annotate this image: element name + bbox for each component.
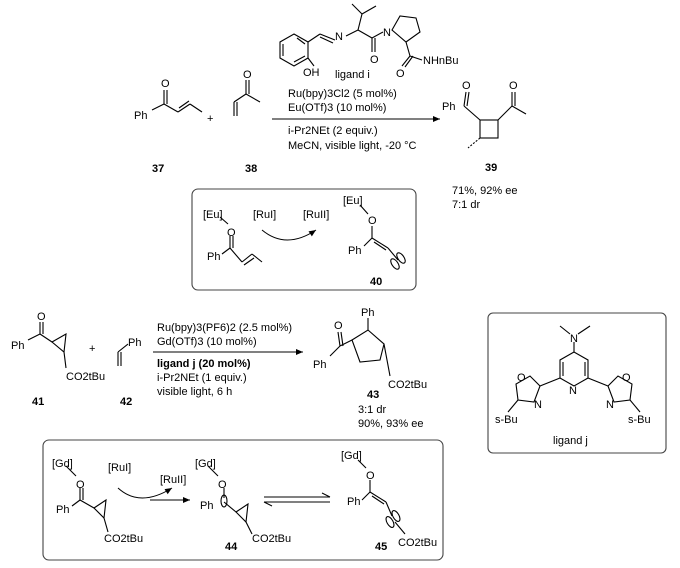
conditions-1-line-1: Ru(bpy)3Cl2 (5 mol%) — [288, 88, 397, 100]
ligand-i-structure — [279, 3, 423, 68]
ligand-j-pyridine-n: N — [569, 385, 577, 397]
compound-39-o1: O — [462, 80, 471, 92]
mech2-gd-2: [Gd] — [195, 458, 216, 470]
label-37: 37 — [152, 163, 164, 175]
label-44: 44 — [225, 541, 238, 553]
ligand-j-label: ligand j — [553, 435, 588, 447]
conditions-2-line-4: i-Pr2NEt (1 equiv.) — [157, 372, 247, 384]
label-41: 41 — [32, 396, 44, 408]
conditions-2-line-1: Ru(bpy)3(PF6)2 (2.5 mol%) — [157, 322, 292, 334]
mech2-o-2: O — [218, 479, 227, 491]
label-39: 39 — [485, 162, 497, 174]
ligand-i-nhnbu: NHnBu — [423, 55, 458, 67]
mech1-ru-out: [RuII] — [303, 209, 329, 221]
mech1-eu-left: [Eu] — [203, 209, 223, 221]
ligand-j-sbu-right: s-Bu — [628, 414, 651, 426]
plus-1: + — [207, 113, 213, 125]
ligand-j-nme2-n: N — [570, 333, 578, 345]
mech2-o-1: O — [76, 479, 85, 491]
ligand-i-carbonyl-o: O — [370, 54, 379, 66]
ligand-i-n-imine: N — [335, 31, 343, 43]
compound-43-ester: CO2tBu — [388, 379, 427, 391]
compound-41-structure — [27, 322, 67, 369]
mech2-left-structure — [65, 465, 109, 533]
mech1-ph-right: Ph — [348, 245, 361, 257]
ligand-j-n-right: N — [606, 399, 614, 411]
plus-2: + — [89, 343, 95, 355]
label-45: 45 — [375, 541, 387, 553]
mech1-o-right: O — [368, 215, 377, 227]
dr-43: 3:1 dr — [358, 404, 386, 416]
mech1-ru-in: [RuI] — [253, 209, 276, 221]
mech2-o-3: O — [366, 470, 375, 482]
ligand-j-box — [487, 312, 667, 454]
yield-39: 71%, 92% ee — [452, 185, 517, 197]
compound-37-o: O — [161, 78, 170, 90]
mech2-ester-2: CO2tBu — [252, 533, 291, 545]
compound-41-ph: Ph — [11, 340, 24, 352]
conditions-1-line-3: i-Pr2NEt (2 equiv.) — [288, 125, 378, 137]
compound-37-ph: Ph — [134, 110, 147, 122]
ligand-i-oh: OH — [303, 67, 320, 79]
compound-38-structure — [233, 80, 261, 116]
mech1-ph-left: Ph — [207, 251, 220, 263]
compound-37-structure — [151, 90, 203, 113]
conditions-1-line-4: MeCN, visible light, -20 °C — [288, 140, 417, 152]
compound-41-ester: CO2tBu — [66, 371, 105, 383]
compound-43-structure — [329, 318, 391, 377]
conditions-2-line-2: Gd(OTf)3 (10 mol%) — [157, 336, 257, 348]
mech1-left-structure — [219, 216, 263, 266]
compound-42-ph: Ph — [128, 337, 141, 349]
label-38: 38 — [245, 163, 257, 175]
compound-43-o: O — [334, 320, 343, 332]
compound-39-o2: O — [509, 80, 518, 92]
mech1-eu-right: [Eu] — [343, 195, 363, 207]
conditions-2-line-3: ligand j (20 mol%) — [157, 358, 251, 370]
compound-39-ph: Ph — [442, 101, 455, 113]
ligand-i-n-pyrrolidine: N — [383, 27, 391, 39]
label-40: 40 — [370, 276, 382, 288]
mech2-gd-1: [Gd] — [52, 458, 73, 470]
compound-42-structure — [117, 343, 129, 366]
dr-39: 7:1 dr — [452, 199, 480, 211]
mech2-ru-in: [RuI] — [108, 462, 131, 474]
ligand-j-sbu-left: s-Bu — [495, 414, 518, 426]
mech2-gd-3: [Gd] — [341, 450, 362, 462]
ligand-j-structure — [507, 325, 641, 413]
mech2-ph-2: Ph — [200, 500, 213, 512]
mech2-ph-3: Ph — [347, 496, 360, 508]
mech2-radical-44-structure — [207, 465, 253, 535]
conditions-1-line-2: Eu(OTf)3 (10 mol%) — [288, 102, 386, 114]
mech2-equilibrium-arrow — [263, 492, 331, 507]
mechanism-box-1 — [191, 188, 417, 291]
mech2-radical-45-structure — [357, 459, 406, 535]
mechanism-box-2 — [42, 439, 444, 561]
label-42: 42 — [120, 396, 132, 408]
mech1-electron-arrow — [261, 229, 317, 241]
ligand-i-label: ligand i — [335, 69, 370, 81]
ligand-j-o-right: O — [622, 372, 631, 384]
mech1-o-left: O — [227, 227, 236, 239]
compound-41-o: O — [37, 311, 46, 323]
mech1-radical-40-structure — [359, 204, 406, 270]
mech2-ru-out: [RuII] — [160, 474, 186, 486]
mech2-ph-1: Ph — [56, 504, 69, 516]
mech2-ester-1: CO2tBu — [104, 533, 143, 545]
compound-38-o: O — [243, 69, 252, 81]
conditions-2-line-5: visible light, 6 h — [157, 386, 232, 398]
label-43: 43 — [367, 389, 379, 401]
ligand-j-n-left: N — [534, 399, 542, 411]
ligand-i-amide-o: O — [396, 68, 405, 80]
compound-43-ph: Ph — [313, 359, 326, 371]
yield-43: 90%, 93% ee — [358, 418, 423, 430]
ligand-j-o-left: O — [517, 372, 526, 384]
mech2-electron-arrow — [117, 487, 173, 499]
compound-43-ph-top: Ph — [361, 307, 374, 319]
compound-39-structure — [463, 91, 527, 149]
mech2-ester-3: CO2tBu — [398, 537, 437, 549]
